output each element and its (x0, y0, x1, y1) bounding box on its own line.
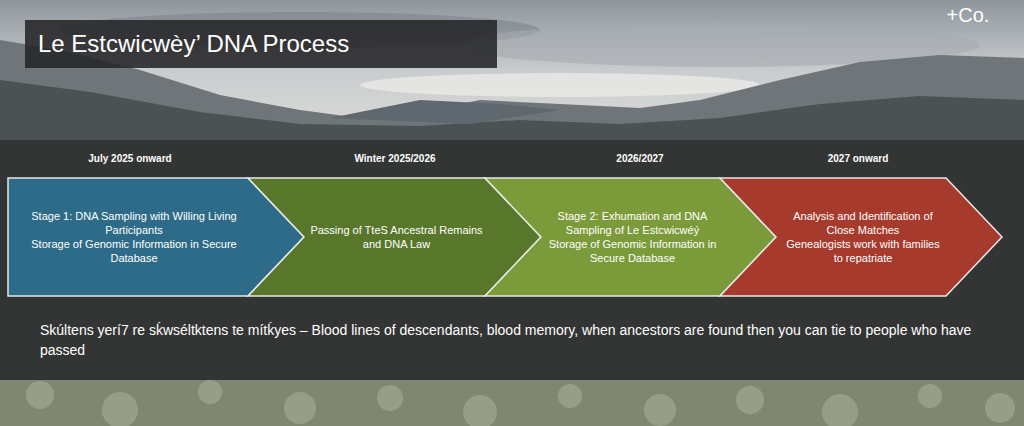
step-detail: Storage of Genomic Information in Secure… (22, 237, 246, 265)
process-chevron: Passing of TteS Ancestral Remains and DN… (248, 178, 541, 296)
process-chevron: Stage 2: Exhumation and DNA Sampling of … (485, 178, 776, 296)
caption-text: Skúltens yerí7 re sḱwséltktens te mítḱye… (40, 320, 990, 360)
step-heading: Stage 1: DNA Sampling with Willing Livin… (22, 209, 246, 237)
chevron-text-area: Analysis and Identification of Close Mat… (782, 178, 944, 296)
date-label: 2027 onward (828, 152, 889, 166)
chevron-fill (8, 178, 304, 296)
step-detail: Genealogists work with families to repat… (782, 237, 944, 265)
chevron-shape (720, 178, 1002, 296)
date-label: July 2025 onward (88, 152, 171, 166)
process-chevron: Stage 1: DNA Sampling with Willing Livin… (8, 178, 304, 296)
step-heading: Passing of TteS Ancestral Remains and DN… (310, 223, 483, 251)
step-heading: Analysis and Identification of Close Mat… (782, 209, 944, 237)
chevron-fill (248, 178, 541, 296)
chevron-fill (485, 178, 776, 296)
brand-mark: +Co. (947, 3, 990, 27)
date-label: 2026/2027 (616, 152, 663, 166)
chevron-shape (248, 178, 541, 296)
step-heading: Stage 2: Exhumation and DNA Sampling of … (547, 209, 718, 237)
chevron-text-area: Stage 1: DNA Sampling with Willing Livin… (22, 178, 246, 296)
process-chevron: Analysis and Identification of Close Mat… (720, 178, 1002, 296)
chevron-shape (485, 178, 776, 296)
chevron-shape (8, 178, 304, 296)
chevron-text-area: Passing of TteS Ancestral Remains and DN… (310, 178, 483, 296)
chevron-fill (720, 178, 1002, 296)
date-label: Winter 2025/2026 (354, 152, 435, 166)
title-text: Le Estcwicwèy’ DNA Process (25, 20, 497, 68)
chevron-text-area: Stage 2: Exhumation and DNA Sampling of … (547, 178, 718, 296)
title-box: Le Estcwicwèy’ DNA Process (25, 20, 497, 68)
step-detail: Storage of Genomic Information in Secure… (547, 237, 718, 265)
